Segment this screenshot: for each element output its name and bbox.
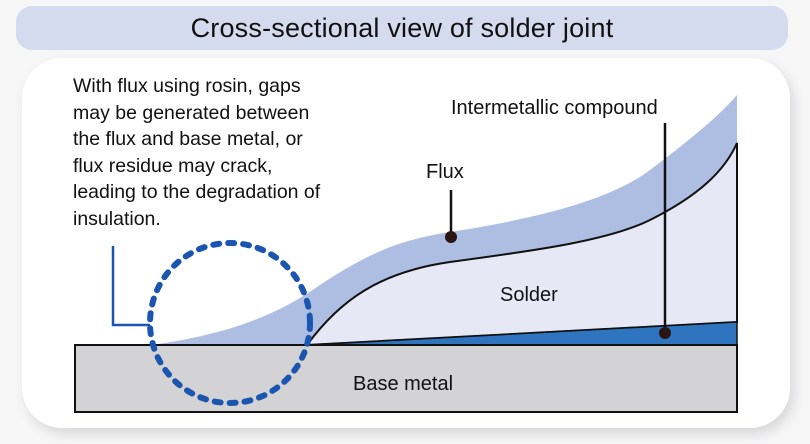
solder-label: Solder (500, 284, 558, 306)
base-metal (74, 344, 738, 413)
base-metal-label: Base metal (353, 373, 453, 395)
highlight-circle (147, 240, 313, 406)
title-bar: Cross-sectional view of solder joint (16, 6, 788, 50)
solder-layer (304, 142, 738, 347)
flux-pointer-dot (445, 231, 457, 243)
flux-label: Flux (426, 161, 464, 183)
description-text: With flux using rosin, gaps may be gener… (73, 75, 321, 230)
callout-line (111, 246, 150, 327)
page-title: Cross-sectional view of solder joint (190, 12, 614, 43)
intermetallic-label: Intermetallic compound (451, 97, 658, 119)
intermetallic-pointer-dot (659, 327, 671, 339)
